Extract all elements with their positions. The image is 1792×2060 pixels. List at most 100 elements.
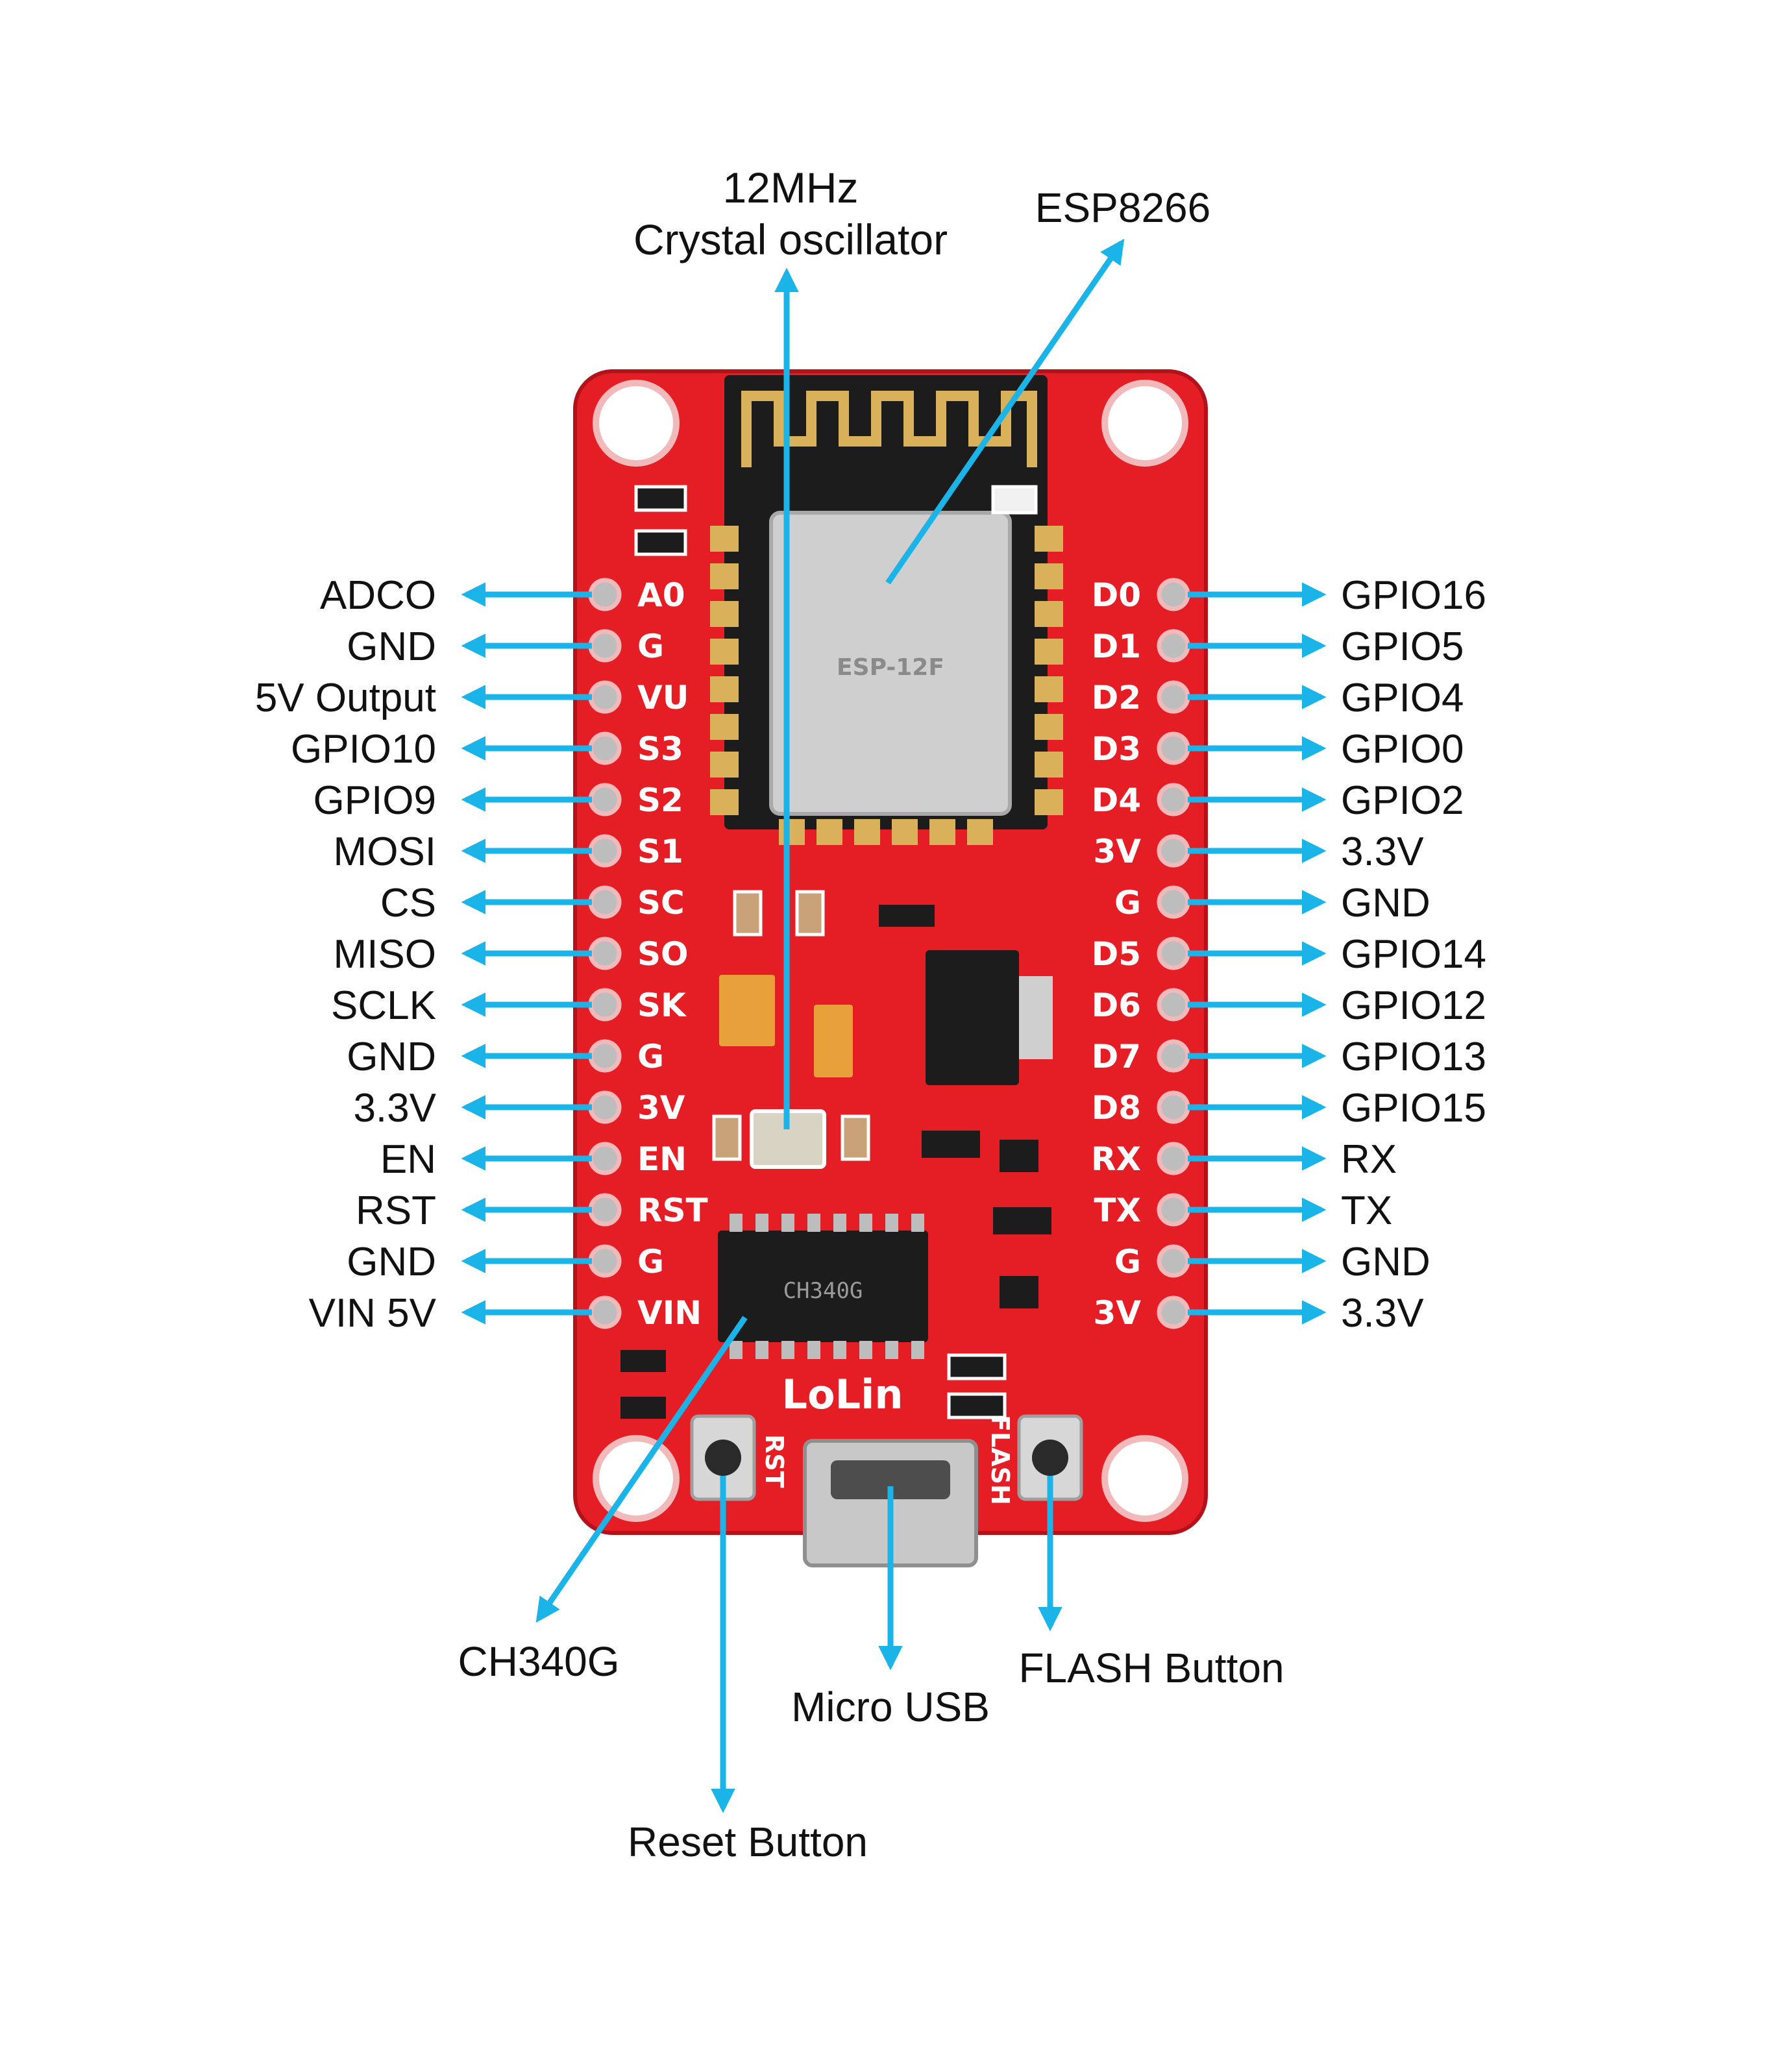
pin-silkscreen: D4 [1092,781,1141,819]
pin-label: ADCO [320,573,436,618]
mounting-hole-bottom-right [1101,1435,1188,1522]
smd-resistor [634,485,687,512]
smd-resistor-array [993,1207,1051,1234]
pin-label: GPIO12 [1341,983,1486,1028]
module-pad [1035,526,1063,552]
header-pin [588,834,622,868]
reset-button-cap[interactable] [705,1440,741,1476]
module-pad [1035,639,1063,665]
pin-label: 3.3V [1341,829,1424,874]
pin-silkscreen: D7 [1092,1038,1141,1075]
pin-label: 3.3V [1341,1291,1424,1336]
module-pad [967,819,993,845]
chip-leg [859,1341,872,1359]
pin-silkscreen: G [1114,884,1141,922]
pin-silkscreen: D3 [1092,730,1141,768]
pin-label: GND [347,1240,436,1284]
header-pin [1157,629,1190,663]
smd-capacitor [795,890,825,937]
header-pin [1157,1142,1190,1175]
header-pin [1157,731,1190,765]
crystal-label-line2: Crystal oscillator [633,215,948,264]
pin-label: GND [1341,1240,1430,1284]
header-pin [1157,1039,1190,1073]
pin-silkscreen: D0 [1092,576,1141,614]
pin-label: MOSI [334,829,436,874]
smd-resistor [634,529,687,556]
header-pin [588,1295,622,1329]
module-model-text: ESP-12F [837,654,944,681]
crystal-label-line1: 12MHz [722,164,858,212]
header-pin [1157,885,1190,919]
pin-silkscreen: A0 [637,576,685,614]
flash-button-label: FLASH Button [1018,1645,1284,1691]
pin-label: TX [1341,1188,1392,1233]
pin-silkscreen: G [637,628,664,665]
module-pad [1035,563,1063,589]
micro-usb-opening[interactable] [831,1460,950,1499]
module-pad [710,639,739,665]
pin-label: 5V Output [255,676,436,720]
pin-label: GPIO15 [1341,1086,1486,1131]
ch340g-arrow [535,1316,748,1623]
chip-leg [730,1341,743,1359]
module-pad [779,819,805,845]
module-pad [1035,789,1063,815]
smd-capacitor [733,890,763,937]
chip-leg [859,1214,872,1232]
pin-silkscreen: EN [637,1140,687,1178]
smd-resistor [947,1353,1007,1380]
smd-resistor [879,905,935,927]
module-pad [710,601,739,627]
pin-label: GPIO4 [1341,676,1464,720]
pin-label: EN [380,1137,436,1182]
ch340g-label: CH340G [458,1638,620,1685]
flash-button-cap[interactable] [1032,1440,1068,1476]
smd-led [991,485,1038,515]
pin-silkscreen: VU [637,679,689,717]
module-pad [710,714,739,740]
pin-label: MISO [334,932,436,977]
module-pad [710,676,739,702]
chip-leg [755,1214,768,1232]
header-pin [588,988,622,1022]
chip-leg [911,1214,924,1232]
header-pin [588,885,622,919]
voltage-regulator [926,950,1019,1085]
module-pad [854,819,880,845]
tantalum-capacitor [719,975,775,1046]
header-pin [588,731,622,765]
module-pad [1035,714,1063,740]
header-pin [1157,578,1190,611]
header-pin [588,1244,622,1278]
pin-silkscreen: G [1114,1243,1141,1281]
flash-button[interactable] [1017,1414,1083,1501]
module-pad [816,819,842,845]
module-pad [929,819,955,845]
header-pin [588,1142,622,1175]
header-pin [588,937,622,970]
module-pad [892,819,918,845]
metal-shield [769,511,1012,816]
header-pin [588,629,622,663]
pin-silkscreen: SC [637,884,685,922]
pin-silkscreen: SO [637,935,689,973]
chip-leg [911,1341,924,1359]
pin-label: RX [1341,1137,1397,1182]
module-pad [710,526,739,552]
reset-button-callout: Reset Button [628,1476,868,1865]
smd-resistor [947,1392,1007,1419]
chip-leg [833,1214,846,1232]
esp-12f-module: ESP-12F [710,375,1063,845]
header-pin [588,1090,622,1124]
pin-silkscreen: D2 [1092,679,1141,717]
flash-silkscreen: FLASH [986,1415,1014,1505]
crystal-callout: 12MHz Crystal oscillator [633,164,948,1129]
module-pad [1035,752,1063,778]
pin-silkscreen: D1 [1092,628,1141,665]
smd-diode [620,1350,666,1372]
header-pin [1157,988,1190,1022]
header-pin [1157,1244,1190,1278]
